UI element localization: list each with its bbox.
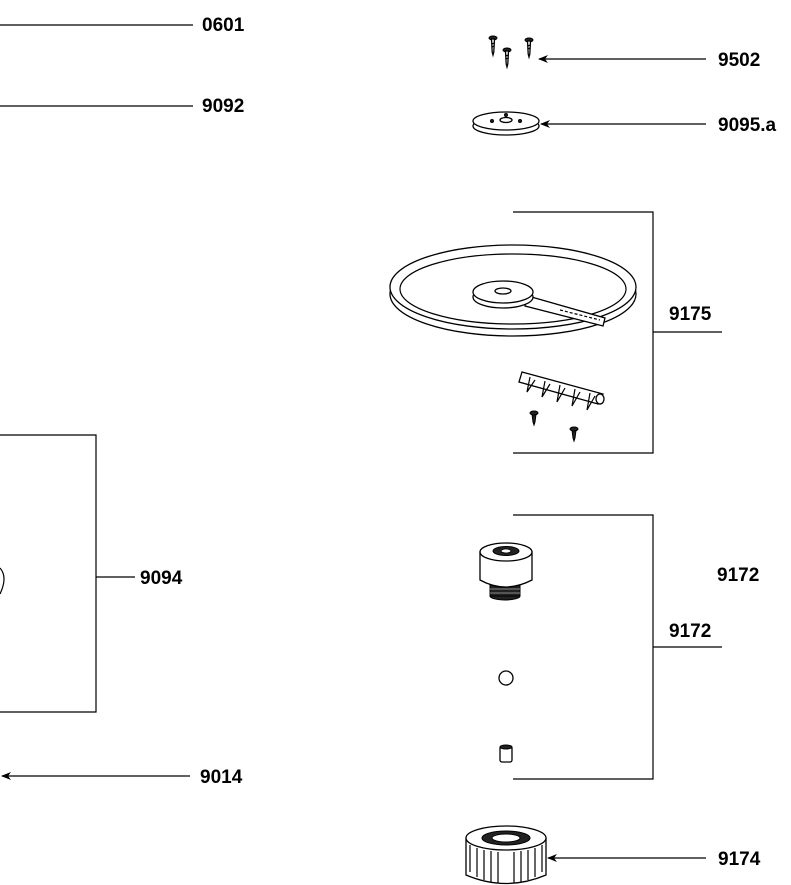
label-9175: 9175 — [669, 304, 712, 325]
hub-disc-part — [472, 111, 540, 136]
pin-part — [499, 744, 513, 763]
label-9094: 9094 — [140, 568, 183, 589]
label-9095a: 9095.a — [718, 115, 777, 136]
label-0601: 0601 — [202, 15, 245, 36]
ball-part — [498, 670, 514, 686]
drive-coupling-part — [479, 542, 533, 601]
screws-part — [488, 35, 534, 70]
blade-part — [518, 371, 605, 443]
label-9502: 9502 — [718, 50, 760, 71]
slicing-disc-part — [389, 244, 637, 337]
label-9172-upper: 9172 — [717, 565, 759, 586]
bracket-9175 — [513, 211, 722, 454]
knurled-nut-part — [465, 825, 547, 885]
label-9092: 9092 — [202, 96, 244, 117]
label-9014: 9014 — [200, 767, 243, 788]
label-9174: 9174 — [718, 849, 761, 870]
bracket-9094 — [0, 434, 135, 713]
bracket-9172 — [513, 514, 722, 780]
label-9172-lower: 9172 — [669, 621, 711, 642]
